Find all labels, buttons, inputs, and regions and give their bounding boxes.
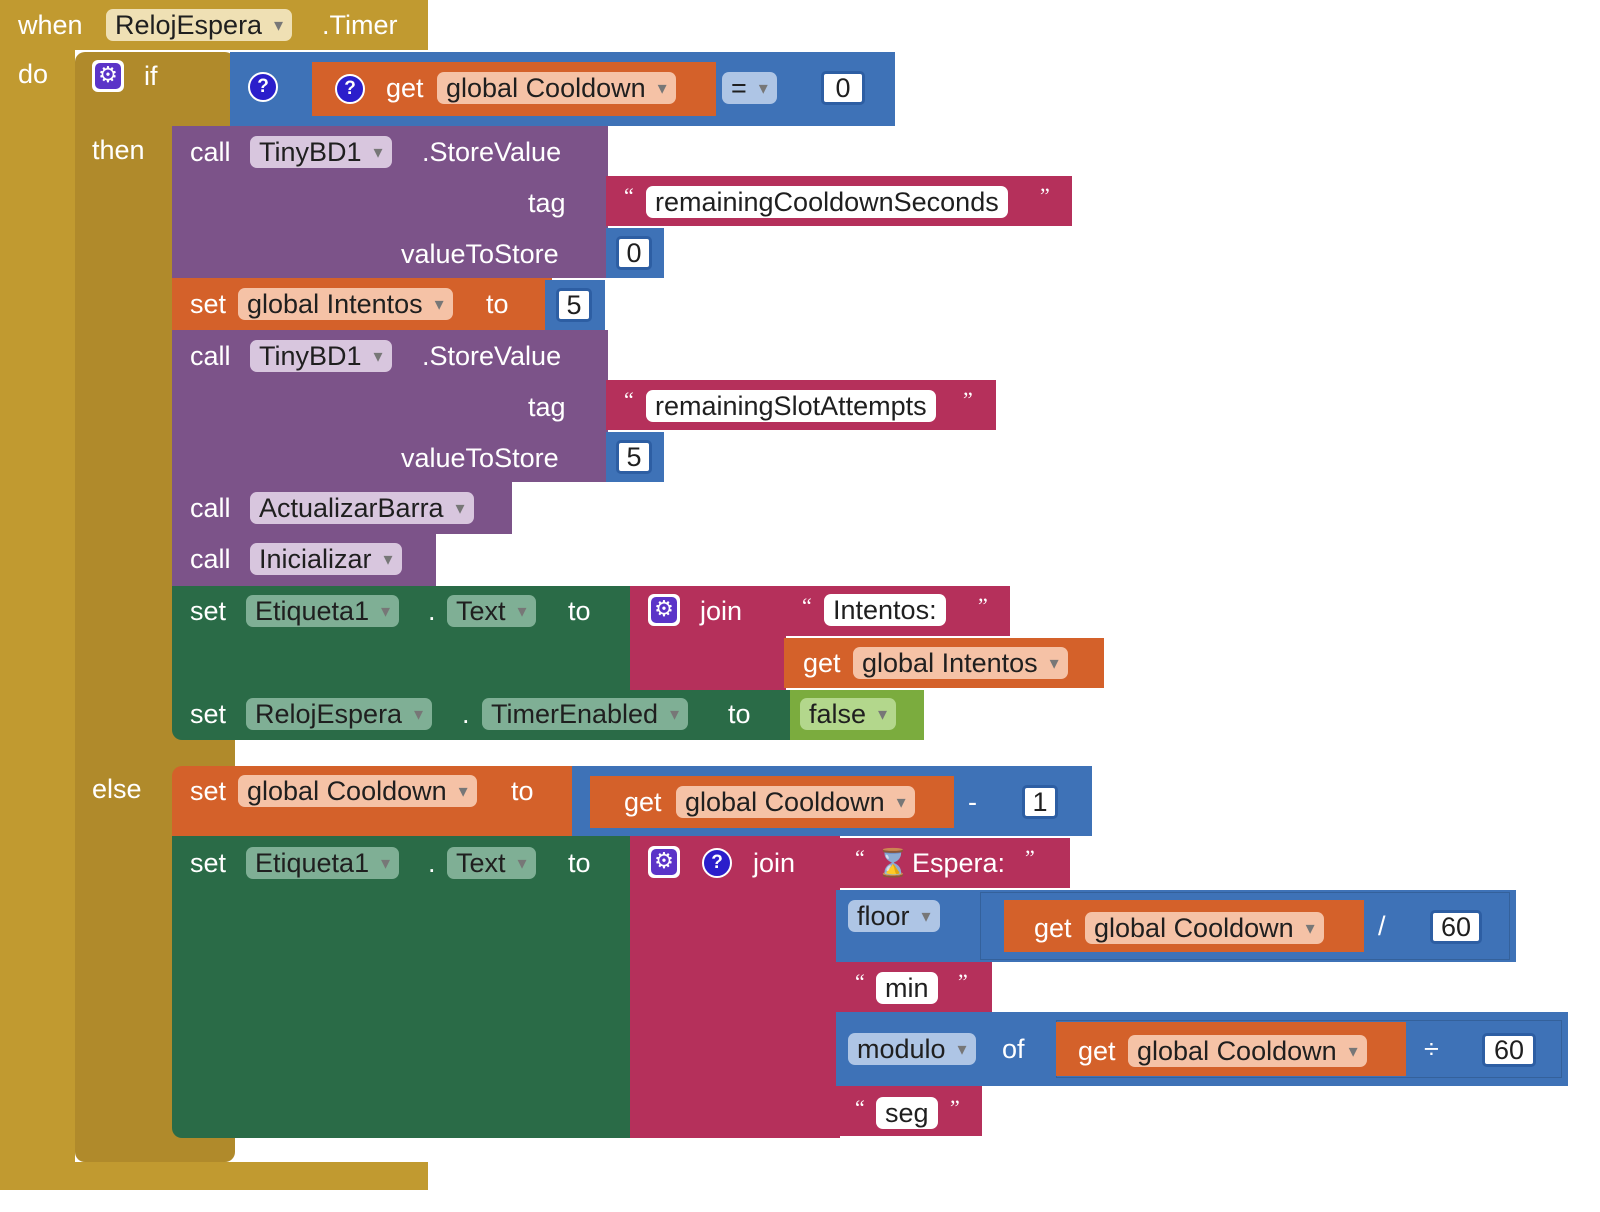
variable-dropdown[interactable]: global Cooldown [676,786,915,818]
when-label: when [18,10,83,40]
join-label: join [700,596,743,626]
valuetostore-label: valueToStore [401,443,559,473]
if-label: if [144,61,158,91]
set-component-property-block[interactable] [172,586,632,690]
math-function-dropdown[interactable]: modulo [848,1033,976,1065]
join-block[interactable] [630,836,840,1138]
operator-dropdown[interactable]: = [722,72,777,104]
close-quote: ” [963,387,973,412]
event-name-label: .Timer [322,10,398,40]
number-field[interactable]: 60 [1482,1033,1536,1067]
dot-label: . [428,848,436,878]
get-label: get [803,648,841,678]
string-field[interactable]: min [876,972,938,1004]
set-component-property-block[interactable] [172,836,632,1138]
call-label: call [190,493,231,523]
get-label: get [624,787,662,817]
procedure-dropdown[interactable]: ActualizarBarra [250,492,474,524]
variable-dropdown[interactable]: global Cooldown [1085,912,1324,944]
open-quote: “ [855,969,865,994]
variable-dropdown[interactable]: global Cooldown [437,72,676,104]
set-label: set [190,776,227,806]
string-field[interactable]: seg [876,1097,938,1129]
divide-operator: / [1378,911,1386,941]
else-label: else [92,774,142,804]
gear-icon[interactable]: ⚙ [648,594,680,626]
valuetostore-label: valueToStore [401,239,559,269]
variable-dropdown[interactable]: global Cooldown [238,775,477,807]
string-field[interactable]: remainingSlotAttempts [646,390,936,422]
question-icon[interactable]: ? [248,72,278,102]
tag-label: tag [528,392,566,422]
procedure-dropdown[interactable]: Inicializar [250,543,402,575]
of-label: of [1002,1034,1025,1064]
math-function-dropdown[interactable]: floor [848,900,940,932]
call-label: call [190,544,231,574]
method-label: .StoreValue [422,137,562,167]
number-field[interactable]: 60 [1430,910,1482,944]
subtract-operator: - [968,787,977,817]
question-icon[interactable]: ? [335,74,365,104]
property-dropdown[interactable]: Text [447,847,536,879]
component-dropdown[interactable]: TinyBD1 [250,136,392,168]
to-label: to [728,699,751,729]
open-quote: “ [624,183,634,208]
property-dropdown[interactable]: TimerEnabled [482,698,689,730]
string-field[interactable]: Intentos: [824,594,946,626]
join-label: join [753,848,796,878]
question-icon[interactable]: ? [702,848,732,878]
component-dropdown[interactable]: TinyBD1 [250,340,392,372]
close-quote: ” [958,969,968,994]
component-dropdown[interactable]: RelojEspera [246,698,433,730]
get-label: get [386,73,424,103]
gear-icon[interactable]: ⚙ [92,60,124,92]
open-quote: “ [855,845,865,870]
open-quote: “ [624,387,634,412]
set-label: set [190,848,227,878]
open-quote: “ [855,1095,865,1120]
to-label: to [511,776,534,806]
dot-label: . [462,699,470,729]
number-field[interactable]: 0 [616,236,652,270]
number-field[interactable]: 0 [821,71,865,105]
set-label: set [190,289,227,319]
gear-icon[interactable]: ⚙ [648,846,680,878]
to-label: to [568,596,591,626]
to-label: to [568,848,591,878]
logic-dropdown[interactable]: false [800,698,897,730]
variable-dropdown[interactable]: global Intentos [853,647,1068,679]
component-dropdown[interactable]: Etiqueta1 [246,847,400,879]
close-quote: ” [1025,845,1035,870]
when-timer-event-block[interactable] [0,0,428,1190]
component-dropdown[interactable]: Etiqueta1 [246,595,400,627]
method-label: .StoreValue [422,341,562,371]
close-quote: ” [978,593,988,618]
property-dropdown[interactable]: Text [447,595,536,627]
text-block[interactable] [836,838,1070,888]
call-label: call [190,137,231,167]
variable-dropdown[interactable]: global Intentos [238,288,453,320]
set-label: set [190,699,227,729]
set-label: set [190,596,227,626]
get-label: get [1034,913,1072,943]
number-field[interactable]: 5 [616,440,652,474]
quotient-operator: ÷ [1424,1034,1439,1064]
hourglass-icon: ⌛ [876,848,910,878]
open-quote: “ [802,593,812,618]
string-label[interactable]: Espera: [912,848,1006,878]
variable-dropdown[interactable]: global Cooldown [1128,1035,1367,1067]
string-field[interactable]: remainingCooldownSeconds [646,186,1008,218]
get-label: get [1078,1036,1116,1066]
call-label: call [190,341,231,371]
number-field[interactable]: 5 [556,288,592,322]
close-quote: ” [950,1095,960,1120]
close-quote: ” [1040,183,1050,208]
dot-label: . [428,596,436,626]
event-component-dropdown[interactable]: RelojEspera [106,9,293,41]
number-field[interactable]: 1 [1022,785,1058,819]
tag-label: tag [528,188,566,218]
to-label: to [486,289,509,319]
do-label: do [18,59,49,89]
then-label: then [92,135,145,165]
